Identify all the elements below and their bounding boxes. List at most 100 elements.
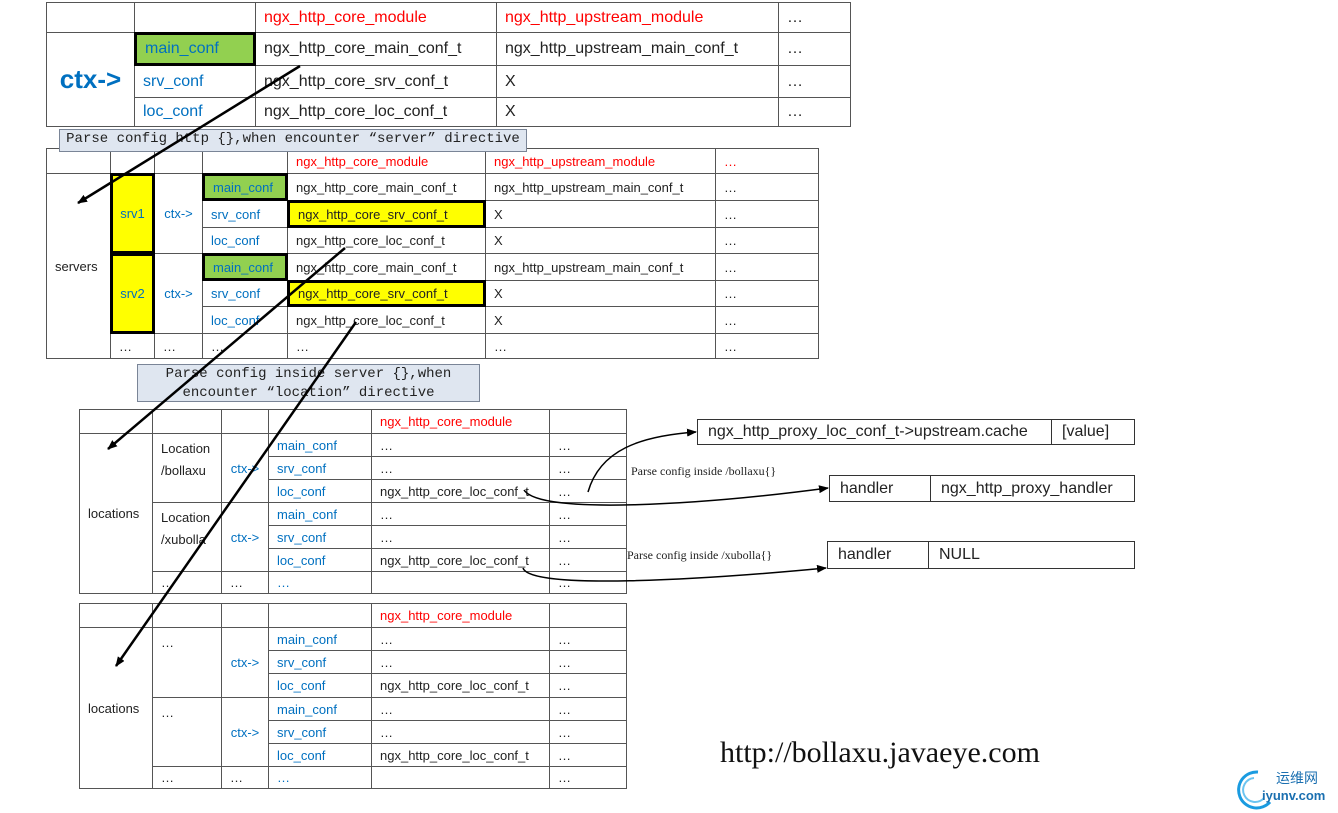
table-cell: srv_conf: [134, 65, 256, 98]
table-cell: …: [371, 697, 550, 721]
table-cell: srv_conf: [268, 650, 372, 674]
table-cell: …: [221, 766, 269, 789]
table-cell: ctx->: [221, 502, 269, 572]
table-cell: loc_conf: [202, 306, 288, 334]
table-header-cell: [268, 409, 372, 434]
table-cell: …: [371, 456, 550, 480]
table-cell: …: [778, 97, 851, 127]
table-cell: ctx->: [154, 253, 203, 334]
table-header-cell: [134, 2, 256, 33]
table-cell: …: [549, 627, 627, 651]
table-cell: …: [371, 433, 550, 457]
table-cell: [371, 571, 550, 594]
table-cell: …: [154, 333, 203, 359]
box-key: ngx_http_proxy_loc_conf_t->upstream.cach…: [698, 420, 1052, 444]
callout-line-2: encounter “location” directive: [182, 385, 435, 401]
table-header-cell: [152, 603, 222, 628]
table-cell: …: [152, 627, 222, 698]
table-header-cell: [46, 2, 135, 33]
xubolla-handler-box: handler NULL: [827, 541, 1135, 569]
table-header-cell: [152, 409, 222, 434]
table-header-cell: ngx_http_core_module: [255, 2, 497, 33]
table-cell: servers: [46, 173, 111, 359]
table-cell: ngx_http_core_srv_conf_t: [255, 65, 497, 98]
table-cell: loc_conf: [134, 97, 256, 127]
table-cell: …: [485, 333, 716, 359]
table-cell: main_conf: [202, 253, 288, 281]
table-cell: …: [152, 766, 222, 789]
table-cell: …: [549, 433, 627, 457]
table-header-cell: ngx_http_upstream_module: [496, 2, 779, 33]
table-header-cell: [549, 603, 627, 628]
table-cell: …: [778, 65, 851, 98]
table-cell: …: [152, 571, 222, 594]
table-cell: …: [202, 333, 288, 359]
table-cell: srv1: [110, 173, 155, 254]
table-cell: Location /bollaxu: [152, 433, 222, 503]
table-header-cell: [79, 603, 153, 628]
table-cell: loc_conf: [268, 548, 372, 572]
table-cell: X: [496, 65, 779, 98]
table-cell: [371, 766, 550, 789]
table-cell: srv_conf: [202, 200, 288, 228]
table-cell: …: [221, 571, 269, 594]
table-cell: srv_conf: [268, 720, 372, 744]
table-cell: ctx->: [221, 433, 269, 503]
table-cell: ngx_http_core_loc_conf_t: [371, 479, 550, 503]
table-cell: …: [715, 306, 819, 334]
table-cell: …: [549, 525, 627, 549]
table-cell: …: [715, 200, 819, 228]
table-cell: …: [268, 571, 372, 594]
table-cell: X: [485, 200, 716, 228]
table-header-cell: [221, 603, 269, 628]
table-cell: main_conf: [268, 627, 372, 651]
table-cell: ngx_http_core_main_conf_t: [287, 173, 486, 201]
table-cell: ngx_http_upstream_main_conf_t: [485, 253, 716, 281]
table-cell: …: [371, 525, 550, 549]
table-cell: ngx_http_upstream_main_conf_t: [496, 32, 779, 66]
table-cell: srv2: [110, 253, 155, 334]
table-cell: main_conf: [202, 173, 288, 201]
table-cell: …: [715, 227, 819, 254]
table-cell: ngx_http_core_loc_conf_t: [371, 548, 550, 572]
table-cell: …: [549, 697, 627, 721]
table-cell: …: [549, 766, 627, 789]
table-cell: ngx_http_core_main_conf_t: [287, 253, 486, 281]
table-cell: …: [549, 479, 627, 503]
table-cell: …: [371, 502, 550, 526]
site-logo: 运维网 iyunv.com: [1236, 766, 1336, 810]
watermark-url: http://bollaxu.javaeye.com: [720, 736, 1040, 769]
table-cell: ctx->: [221, 697, 269, 767]
table-cell: srv_conf: [202, 280, 288, 307]
table-cell: ngx_http_core_main_conf_t: [255, 32, 497, 66]
table-cell: …: [715, 253, 819, 281]
xubolla-note: Parse config inside /xubolla{}: [627, 548, 773, 562]
table-cell: …: [549, 571, 627, 594]
table-cell: main_conf: [268, 502, 372, 526]
table-cell: …: [549, 720, 627, 744]
table-cell: …: [371, 720, 550, 744]
table-cell: ngx_http_core_srv_conf_t: [287, 280, 486, 307]
table-header-cell: ngx_http_upstream_module: [485, 148, 716, 174]
table-cell: srv_conf: [268, 456, 372, 480]
table-cell: loc_conf: [268, 743, 372, 767]
table-cell: X: [485, 280, 716, 307]
table-cell: …: [110, 333, 155, 359]
table-cell: ngx_http_core_loc_conf_t: [371, 743, 550, 767]
table-cell: main_conf: [268, 433, 372, 457]
table-cell: loc_conf: [268, 479, 372, 503]
table-header-cell: [549, 409, 627, 434]
table-cell: srv_conf: [268, 525, 372, 549]
table-cell: ngx_http_core_loc_conf_t: [371, 673, 550, 698]
table-cell: …: [715, 333, 819, 359]
table-header-cell: ngx_http_core_module: [371, 603, 550, 628]
table-cell: …: [371, 627, 550, 651]
upstream-cache-box: ngx_http_proxy_loc_conf_t->upstream.cach…: [697, 419, 1135, 445]
server-directive-callout: Parse config http {},when encounter “ser…: [59, 129, 527, 152]
box-key: handler: [830, 476, 931, 501]
table-cell: ngx_http_core_loc_conf_t: [287, 227, 486, 254]
table-cell: …: [549, 673, 627, 698]
table-header-cell: ngx_http_core_module: [287, 148, 486, 174]
box-value: [value]: [1062, 423, 1110, 440]
logo-en: iyunv.com: [1262, 788, 1326, 803]
